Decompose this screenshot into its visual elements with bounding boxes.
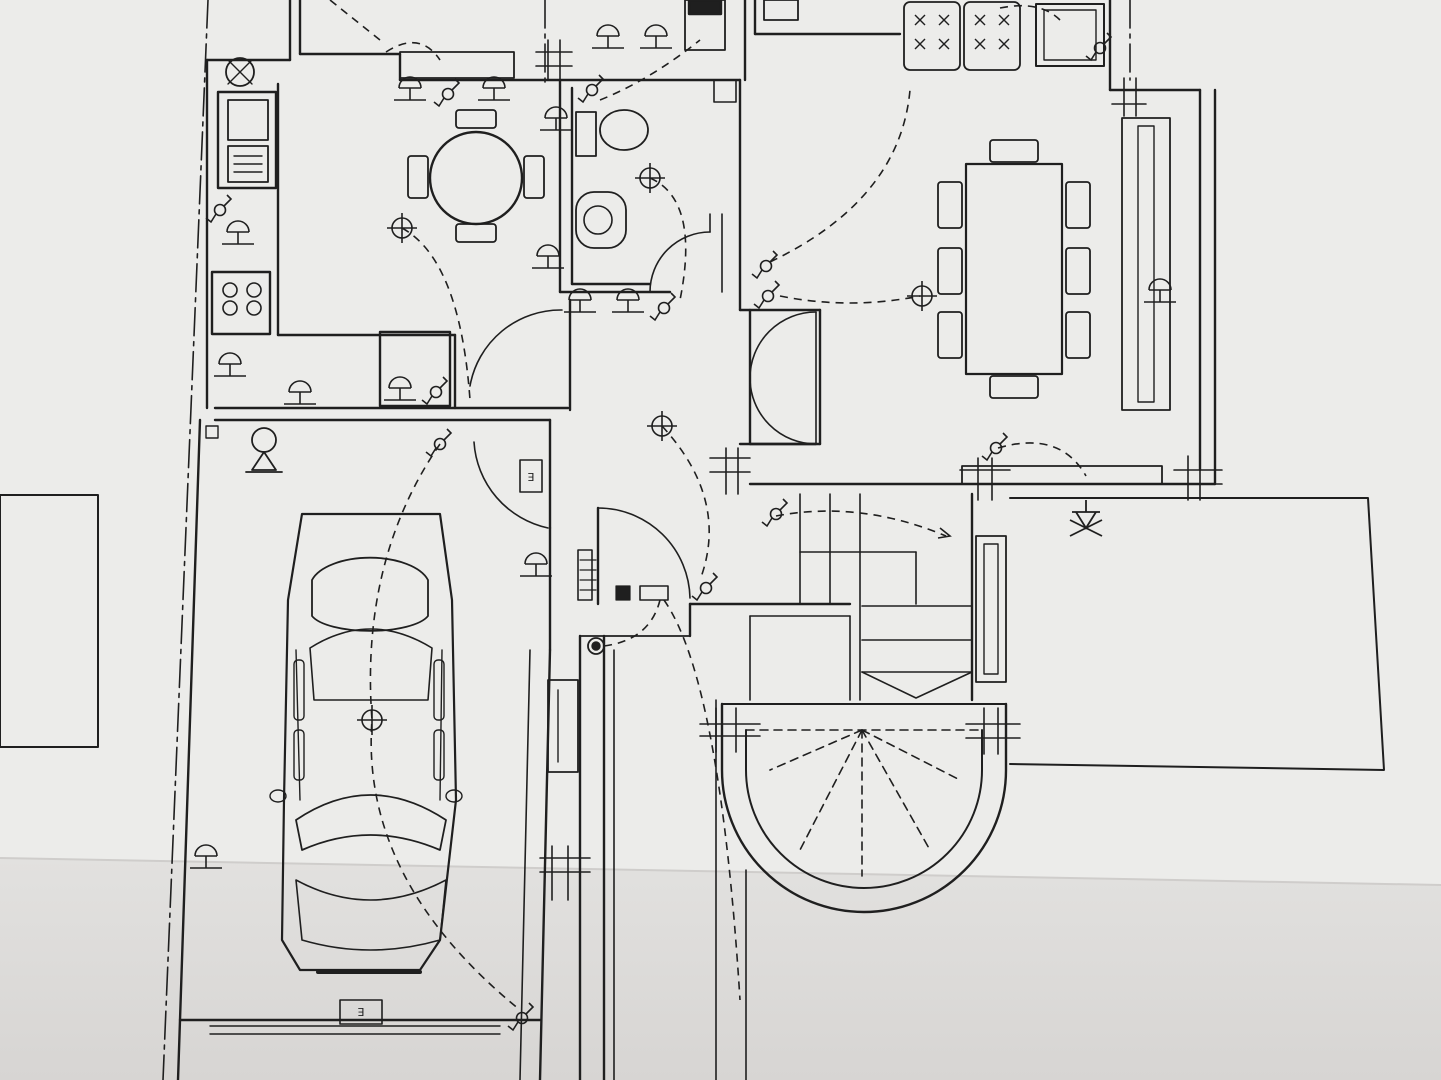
garage-meter-label: E (357, 1005, 364, 1018)
hall-meter-label: E (527, 470, 534, 483)
